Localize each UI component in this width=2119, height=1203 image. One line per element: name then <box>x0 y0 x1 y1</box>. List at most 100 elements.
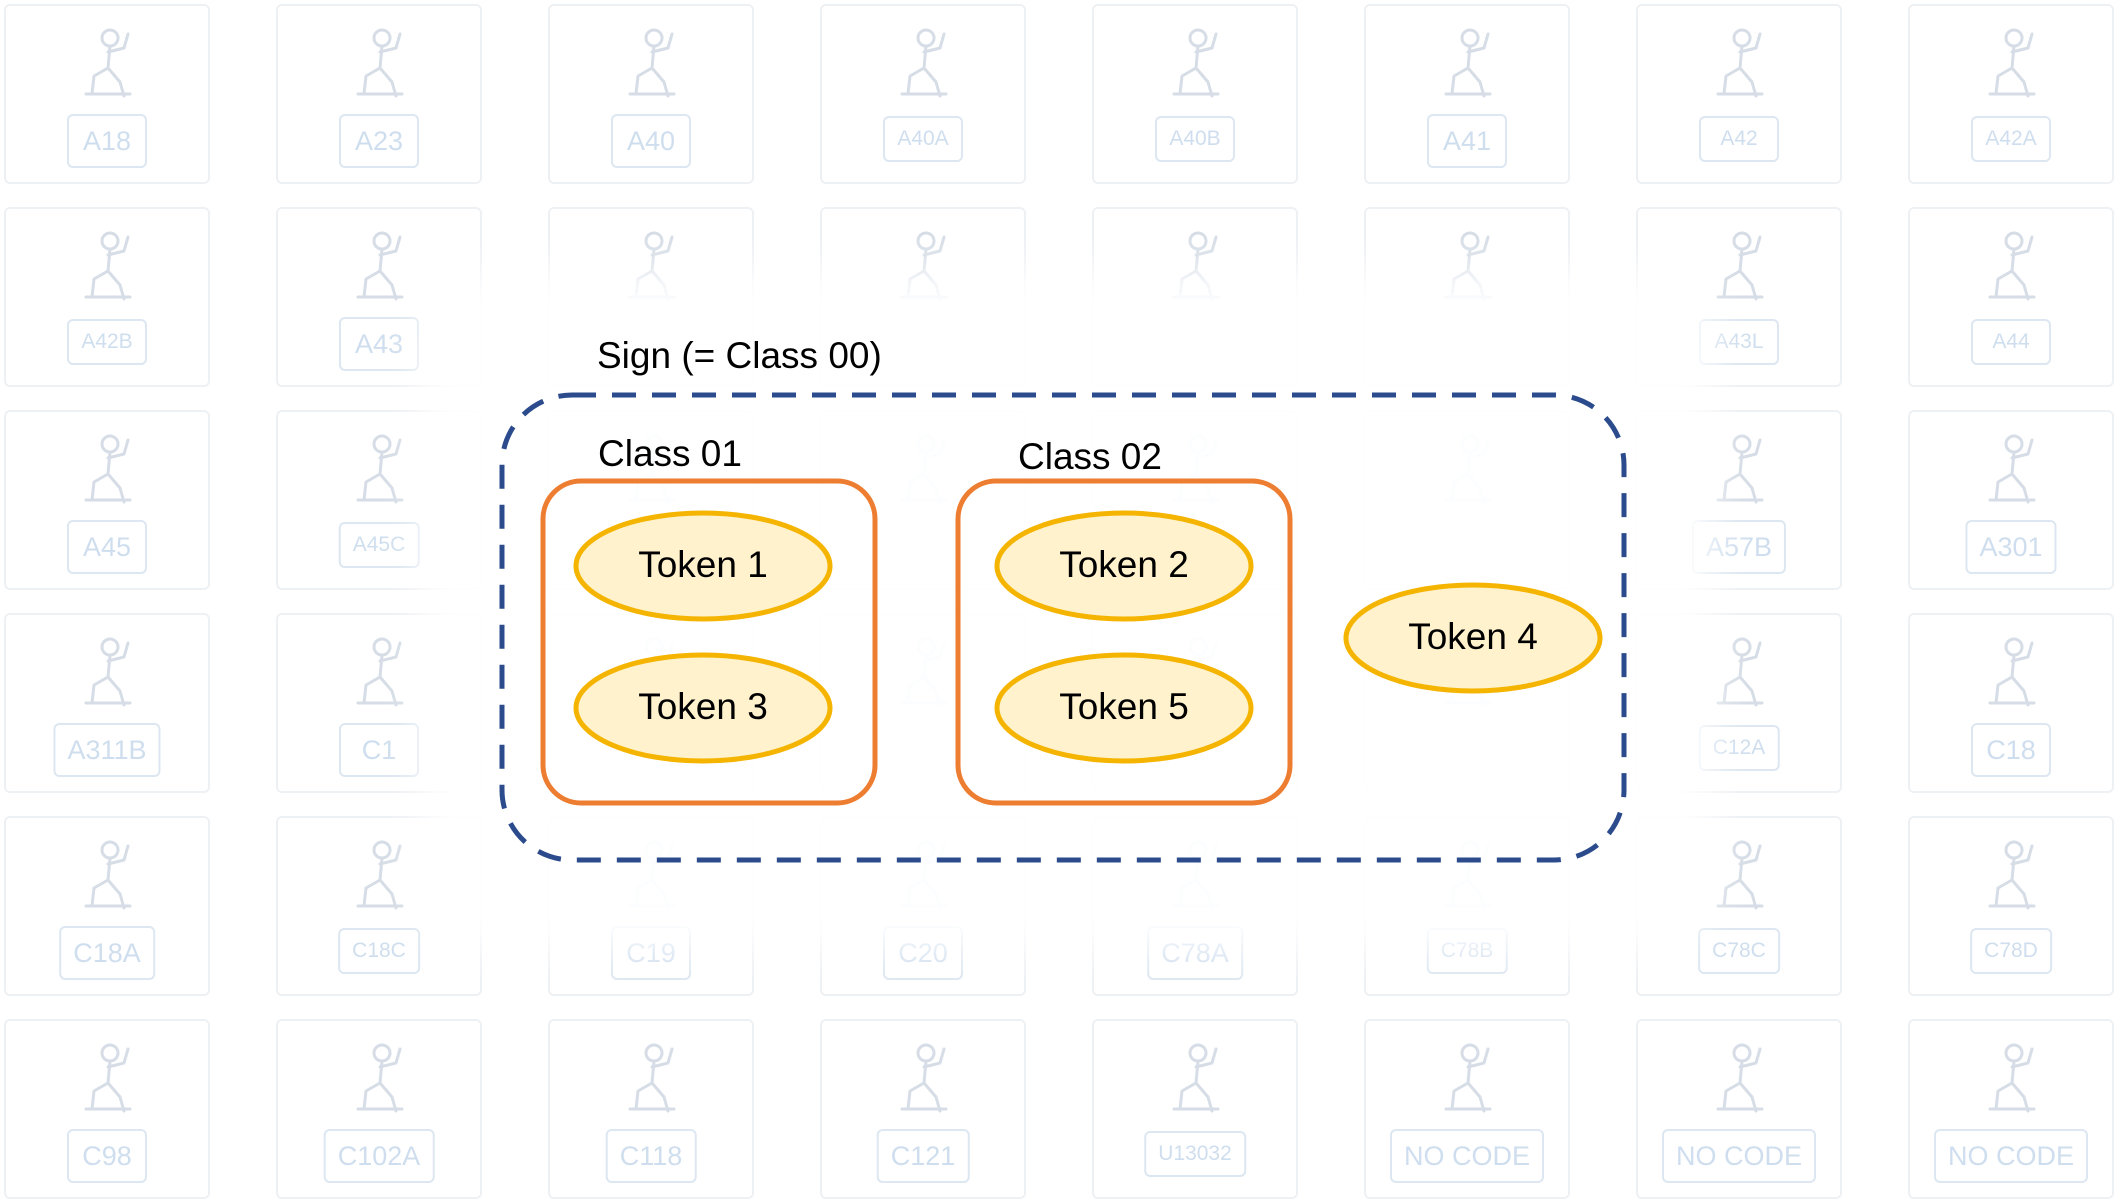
sign-card: U13032 <box>1092 1019 1298 1199</box>
sign-card: A41 <box>1364 4 1570 184</box>
sign-code-label: C121 <box>876 1129 970 1183</box>
sign-code-label: C78A <box>1147 926 1243 980</box>
sign-card: A311B <box>4 613 210 793</box>
sign-card: A42A <box>1908 4 2114 184</box>
token-5-ellipse <box>994 652 1254 764</box>
sign-card: C121 <box>820 1019 1026 1199</box>
sign-card: A42B <box>4 207 210 387</box>
sign-code-label: A45 <box>67 520 147 574</box>
sign-code-label: A45C <box>338 522 420 568</box>
sign-code-label: A43L <box>1699 319 1779 365</box>
sign-card: A45 <box>4 410 210 590</box>
hieroglyph-icon <box>344 836 414 912</box>
class-01-label: Class 01 <box>598 433 742 474</box>
sign-code-label: C18 <box>1971 723 2051 777</box>
token-1-label: Token 1 <box>638 544 768 585</box>
sign-card: C98 <box>4 1019 210 1199</box>
token-2-label: Token 2 <box>1059 544 1189 585</box>
sign-card: C118 <box>548 1019 754 1199</box>
sign-code-label: C18A <box>59 926 155 980</box>
sign-code-label: A40 <box>611 114 691 168</box>
hieroglyph-icon <box>72 633 142 709</box>
hieroglyph-icon <box>1704 1039 1774 1115</box>
hieroglyph-icon <box>1976 24 2046 100</box>
sign-code-label: A42 <box>1699 116 1779 162</box>
sign-code-label: A18 <box>67 114 147 168</box>
hieroglyph-icon <box>344 633 414 709</box>
token-4-label: Token 4 <box>1408 616 1538 657</box>
sign-code-label: A42A <box>1971 116 2051 162</box>
sign-card: NO CODE <box>1636 1019 1842 1199</box>
hieroglyph-icon <box>1976 1039 2046 1115</box>
hieroglyph-icon <box>344 227 414 303</box>
hieroglyph-icon <box>1976 836 2046 912</box>
sign-card: A40 <box>548 4 754 184</box>
token-5-label: Token 5 <box>1059 686 1189 727</box>
hieroglyph-icon <box>72 24 142 100</box>
sign-card: A18 <box>4 4 210 184</box>
sign-code-label: NO CODE <box>1933 1129 2089 1183</box>
class-01-box <box>540 478 878 806</box>
hieroglyph-icon <box>1704 633 1774 709</box>
hieroglyph-icon <box>72 430 142 506</box>
hieroglyph-icon <box>1704 227 1774 303</box>
sign-label: Sign (= Class 00) <box>597 335 882 376</box>
sign-code-label: C78B <box>1426 928 1508 974</box>
sign-code-label: C19 <box>611 926 691 980</box>
hieroglyph-icon <box>1976 633 2046 709</box>
sign-code-label: A44 <box>1971 319 2051 365</box>
hieroglyph-icon <box>1704 836 1774 912</box>
hieroglyph-icon <box>616 24 686 100</box>
sign-code-label: A40B <box>1155 116 1235 162</box>
sign-code-label: C20 <box>883 926 963 980</box>
hieroglyph-icon <box>72 227 142 303</box>
token-3-ellipse <box>573 652 833 764</box>
hieroglyph-icon <box>1160 1039 1230 1115</box>
hieroglyph-icon <box>1432 1039 1502 1115</box>
sign-card: A42 <box>1636 4 1842 184</box>
token-2-ellipse <box>994 510 1254 622</box>
hieroglyph-icon <box>1704 24 1774 100</box>
hieroglyph-icon <box>1432 24 1502 100</box>
sign-code-label: A41 <box>1427 114 1507 168</box>
sign-code-label: A301 <box>1965 520 2057 574</box>
token-1-ellipse <box>573 510 833 622</box>
sign-code-label: C12A <box>1698 725 1780 771</box>
hieroglyph-icon <box>888 1039 958 1115</box>
sign-card: C78D <box>1908 816 2114 996</box>
sign-card: A40B <box>1092 4 1298 184</box>
hieroglyph-icon <box>1160 24 1230 100</box>
sign-card: C18A <box>4 816 210 996</box>
sign-code-label: A40A <box>883 116 963 162</box>
class-02-box <box>955 478 1293 806</box>
hieroglyph-icon <box>1976 430 2046 506</box>
hieroglyph-icon <box>72 1039 142 1115</box>
sign-code-label: A42B <box>67 319 147 365</box>
sign-card: A40A <box>820 4 1026 184</box>
sign-code-label: NO CODE <box>1661 1129 1817 1183</box>
hieroglyph-icon <box>616 227 686 303</box>
hieroglyph-icon <box>616 1039 686 1115</box>
sign-card: NO CODE <box>1364 1019 1570 1199</box>
hieroglyph-icon <box>344 24 414 100</box>
class-02-label: Class 02 <box>1018 436 1162 477</box>
sign-boundary <box>499 392 1627 863</box>
hieroglyph-icon <box>1432 227 1502 303</box>
sign-card: C18 <box>1908 613 2114 793</box>
sign-code-label: C18C <box>338 928 420 974</box>
sign-code-label: C102A <box>323 1129 435 1183</box>
hieroglyph-icon <box>344 430 414 506</box>
sign-code-label: C78D <box>1970 928 2052 974</box>
sign-card: A301 <box>1908 410 2114 590</box>
sign-code-label: U13032 <box>1144 1131 1246 1177</box>
sign-card: C102A <box>276 1019 482 1199</box>
sign-code-label: C98 <box>67 1129 147 1183</box>
hieroglyph-icon <box>1160 227 1230 303</box>
hieroglyph-icon <box>72 836 142 912</box>
hieroglyph-icon <box>344 1039 414 1115</box>
sign-card: NO CODE <box>1908 1019 2114 1199</box>
sign-card: C1 <box>276 613 482 793</box>
sign-code-label: A23 <box>339 114 419 168</box>
sign-code-label: C78C <box>1698 928 1780 974</box>
